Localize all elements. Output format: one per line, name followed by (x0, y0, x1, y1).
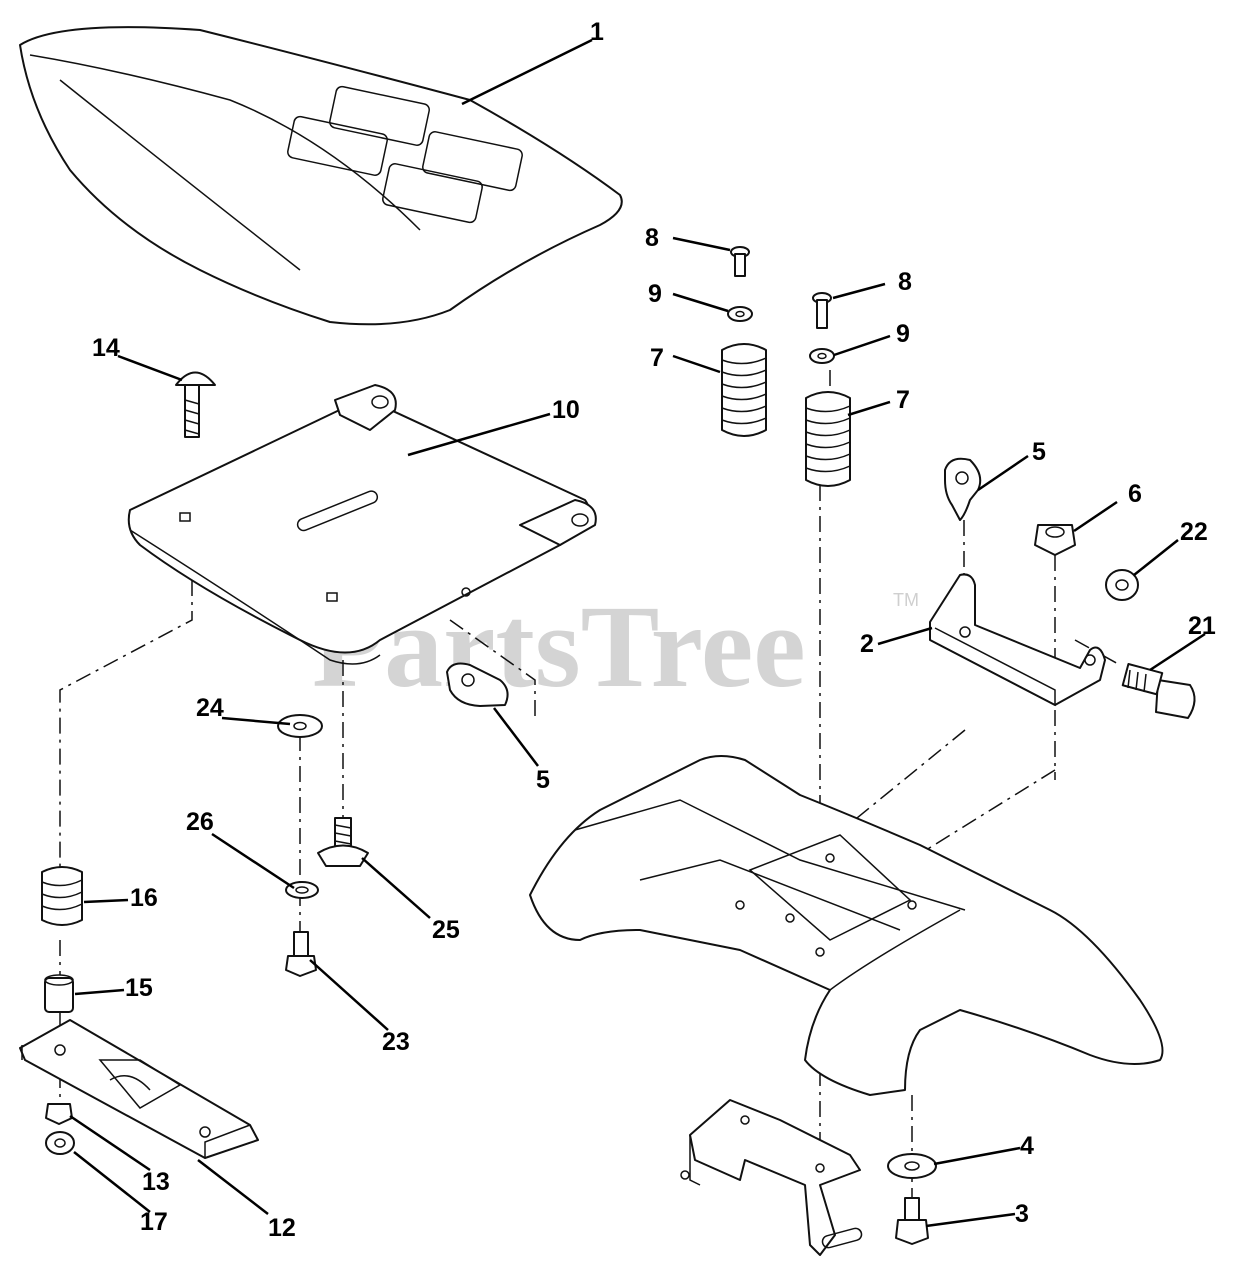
hex-bolt-small (285, 931, 317, 977)
callout-washer-large: 24 (196, 694, 224, 722)
tractor-frame (529, 755, 1164, 1096)
seat-pan (127, 384, 597, 665)
callout-spring-small: 16 (130, 884, 158, 912)
slide-plate (19, 1019, 259, 1159)
spring-left (721, 343, 767, 437)
slide-nut (45, 1103, 73, 1125)
callout-hex-bolt-small: 23 (382, 1028, 410, 1056)
callout-spacer: 15 (125, 974, 153, 1002)
hex-nut (1034, 524, 1076, 556)
callout-labels: 1 10 14 8 9 7 8 9 7 5 6 22 21 2 5 24 26 … (92, 18, 1216, 1242)
callout-spacer-washer: 22 (1180, 518, 1208, 546)
hex-bolt-bottom-right (895, 1197, 929, 1245)
callout-slide-plate: 12 (268, 1214, 296, 1242)
knob-upper (944, 457, 982, 521)
spring-right (805, 391, 851, 487)
callout-bracket: 2 (860, 630, 874, 658)
washer-large (277, 714, 323, 738)
callout-screw-right: 8 (898, 268, 912, 296)
spacer (44, 974, 74, 1013)
callout-shoulder-bolt: 21 (1188, 612, 1216, 640)
callout-flat-washer: 17 (140, 1208, 168, 1236)
callout-seat: 1 (590, 18, 604, 46)
leader-lines (69, 38, 1206, 1228)
callout-knob-upper: 5 (1032, 438, 1046, 466)
watermark-trademark: TM (893, 590, 919, 610)
callout-lock-washer: 26 (186, 808, 214, 836)
callout-spring-right: 7 (896, 386, 910, 414)
callout-washer-right: 9 (896, 320, 910, 348)
washer-left (727, 306, 753, 322)
spring-small (41, 866, 83, 926)
callout-seat-pan: 10 (552, 396, 580, 424)
callout-bolt-bottom-right: 3 (1015, 1200, 1029, 1228)
flat-washer (45, 1131, 75, 1155)
callout-washer-bottom-right: 4 (1020, 1132, 1034, 1160)
seat-bracket (929, 573, 1106, 707)
lock-washer (285, 881, 319, 899)
washer-right (809, 348, 835, 364)
washer-bottom-right (887, 1153, 937, 1179)
callout-nut-slide: 13 (142, 1168, 170, 1196)
screw-left (730, 246, 750, 277)
spacer-washer (1105, 569, 1139, 601)
callout-spring-left: 7 (650, 344, 664, 372)
shoulder-bolt (1121, 662, 1196, 719)
callout-knob-lower: 5 (536, 766, 550, 794)
carriage-bolt (175, 371, 216, 438)
callout-carriage-bolt: 14 (92, 334, 120, 362)
knob-lower (446, 662, 509, 707)
shoulder-screw (317, 817, 369, 867)
callout-nut-bracket: 6 (1128, 480, 1142, 508)
callout-washer-left: 9 (648, 280, 662, 308)
seat (19, 26, 623, 326)
screw-right (812, 292, 832, 329)
callout-shoulder-screw: 25 (432, 916, 460, 944)
lower-bracket (680, 1099, 863, 1256)
callout-screw-left: 8 (645, 224, 659, 252)
